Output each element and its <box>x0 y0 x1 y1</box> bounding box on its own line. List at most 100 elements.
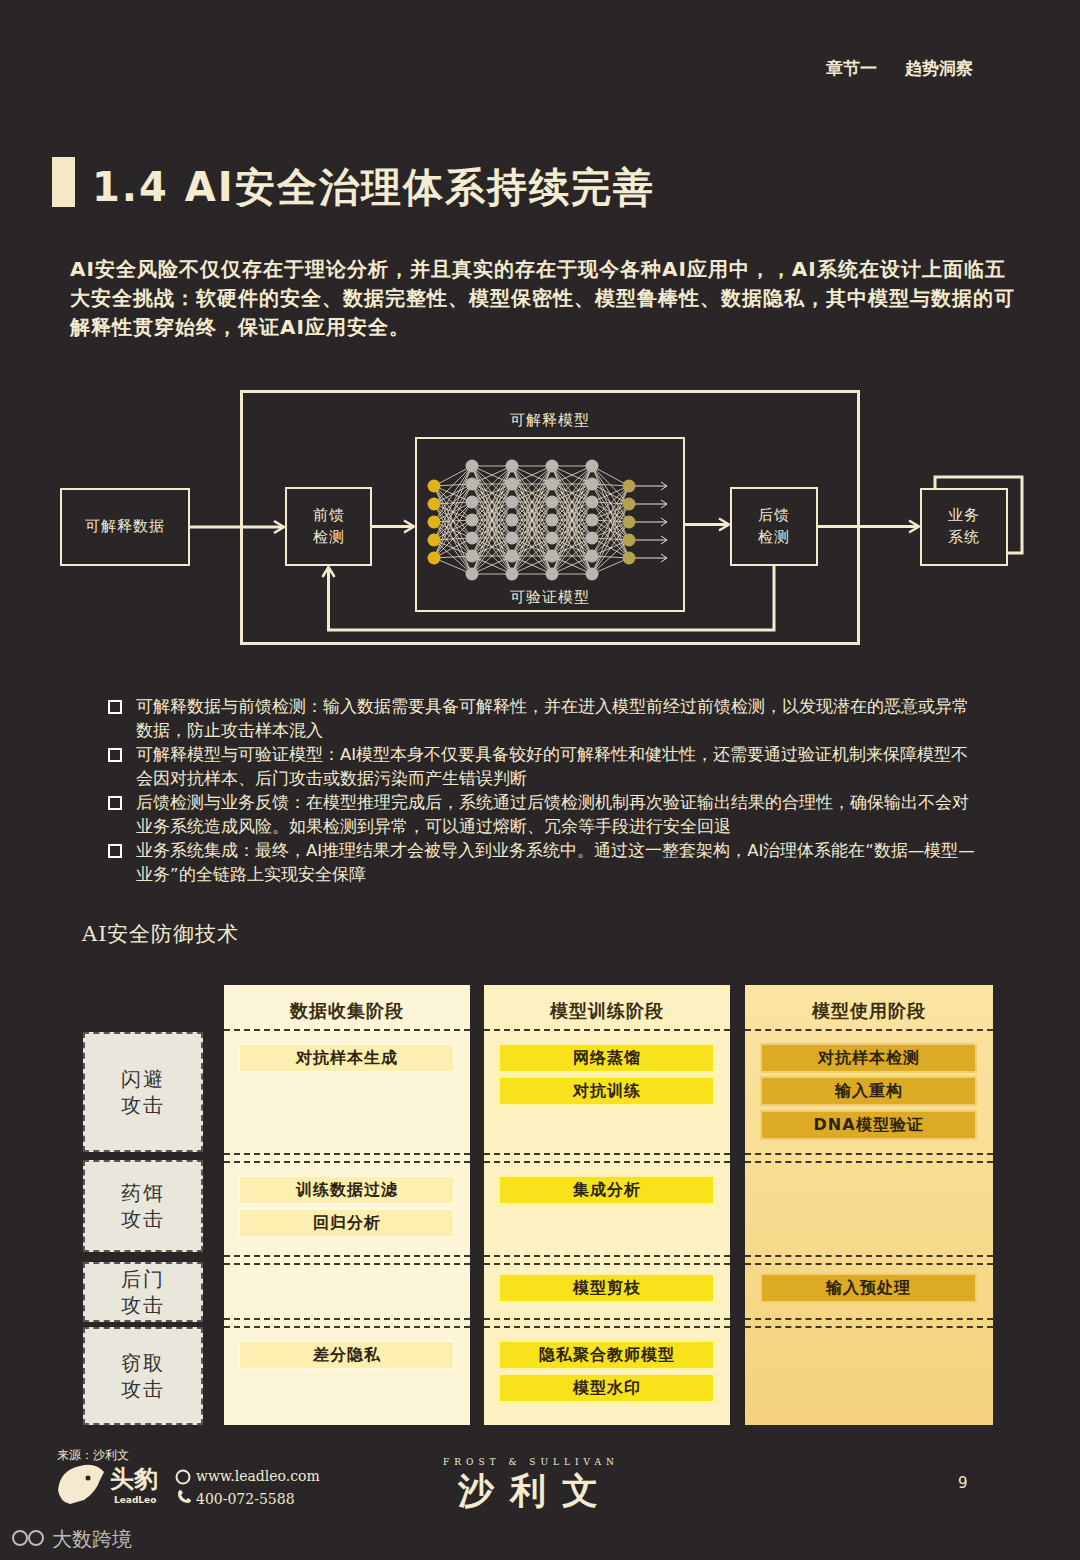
page-label: 趋势洞察 <box>905 57 973 80</box>
dashed-separator <box>745 1326 993 1328</box>
neuron <box>428 552 441 565</box>
page-label: 9 <box>958 1474 968 1492</box>
model-heading: 可解释模型 <box>417 411 683 430</box>
title-bar <box>52 157 75 207</box>
neuron <box>466 478 479 491</box>
flow-arrow <box>685 523 729 526</box>
output-arrowhead <box>661 554 667 562</box>
neuron <box>586 532 599 545</box>
attack-row-header: 后门 攻击 <box>83 1262 203 1322</box>
stage-column: 模型使用阶段对抗样本检测输入重构DNA模型验证输入预处理 <box>745 985 993 1425</box>
output-arrowhead <box>661 482 667 490</box>
cell-label: 网络蒸馏 <box>573 1048 641 1069</box>
bullet-text: 后馈检测与业务反馈：在模型推理完成后，系统通过后馈检测机制再次验证输出结果的合理… <box>136 791 981 839</box>
neuron <box>546 532 559 545</box>
neuron <box>428 480 441 493</box>
page-label: AI安全防御技术 <box>82 920 239 948</box>
flow-arrow <box>329 566 775 630</box>
defense-technique: 训练数据过滤 <box>238 1175 455 1205</box>
network-link <box>472 520 512 574</box>
cell-label: 集成分析 <box>573 1180 641 1201</box>
neuron <box>506 568 519 581</box>
dashed-separator <box>745 1153 993 1155</box>
neuron <box>506 478 519 491</box>
output-arrowhead <box>661 536 667 544</box>
cell-label: 对抗样本检测 <box>818 1048 920 1069</box>
network-link <box>552 520 592 574</box>
stage-column: 模型训练阶段网络蒸馏对抗训练集成分析模型剪枝隐私聚合教师模型模型水印 <box>484 985 730 1425</box>
cell-label: 对抗训练 <box>573 1081 641 1102</box>
bullet-square <box>109 749 121 761</box>
cell-label: 模型剪枝 <box>573 1278 641 1299</box>
network-link <box>472 484 512 574</box>
defense-technique: 对抗样本检测 <box>760 1043 977 1073</box>
node-label: 后馈 检测 <box>754 505 795 549</box>
cell-label: 差分隐私 <box>313 1345 381 1366</box>
neuron <box>428 516 441 529</box>
dashed-separator <box>745 1255 993 1257</box>
neuron <box>466 496 479 509</box>
network-link <box>552 466 592 556</box>
cell-label: 回归分析 <box>313 1213 381 1234</box>
process-box: 前馈 检测 <box>285 487 372 566</box>
neuron <box>586 568 599 581</box>
output-arrowhead <box>661 500 667 508</box>
network-link <box>472 466 512 556</box>
watermark-logo <box>13 1531 27 1545</box>
page-label: 头豹 <box>110 1463 158 1495</box>
defense-technique: 网络蒸馏 <box>498 1043 715 1073</box>
dashed-separator <box>484 1153 730 1155</box>
row-label: 闪避 攻击 <box>115 1066 171 1118</box>
dashed-separator <box>484 1255 730 1257</box>
attack-row-header: 药饵 攻击 <box>83 1160 203 1252</box>
page-label: 400-072-5588 <box>196 1491 295 1507</box>
network-link <box>552 466 592 556</box>
neuron <box>506 532 519 545</box>
network-link <box>434 466 472 522</box>
neural-network <box>417 439 682 609</box>
defense-technique: 模型水印 <box>498 1373 715 1403</box>
defense-technique: 隐私聚合教师模型 <box>498 1340 715 1370</box>
row-label: 后门 攻击 <box>115 1266 171 1318</box>
flow-arrow <box>190 526 284 529</box>
defense-technique: 回归分析 <box>238 1208 455 1238</box>
network-link <box>512 520 552 574</box>
defense-technique: 对抗训练 <box>498 1076 715 1106</box>
dashed-separator <box>484 1326 730 1328</box>
neuron <box>623 480 636 493</box>
node-label: 可解释数据 <box>85 516 165 538</box>
neuron <box>506 514 519 527</box>
bullet-square <box>109 797 121 809</box>
neuron <box>428 534 441 547</box>
dashed-separator <box>224 1153 470 1155</box>
dashed-separator <box>224 1255 470 1257</box>
neuron <box>546 496 559 509</box>
neuron <box>466 514 479 527</box>
network-link <box>472 466 512 556</box>
stage-column: 数据收集阶段对抗样本生成训练数据过滤回归分析差分隐私 <box>224 985 470 1425</box>
attack-row-header: 闪避 攻击 <box>83 1032 203 1152</box>
flow-arrow <box>372 525 414 528</box>
web-icon <box>177 1471 190 1484</box>
cell-label: 隐私聚合教师模型 <box>539 1345 675 1366</box>
bullet-text: 可解释模型与可验证模型：AI模型本身不仅要具备较好的可解释性和健壮性，还需要通过… <box>136 743 981 791</box>
page-label: FROST & SULLIVAN <box>443 1457 619 1467</box>
cell-label: 训练数据过滤 <box>296 1180 398 1201</box>
neuron <box>506 550 519 563</box>
cell-label: 输入预处理 <box>826 1278 911 1299</box>
dashed-separator <box>745 1263 993 1265</box>
neuron <box>623 498 636 511</box>
network-link <box>552 484 592 574</box>
page-label: www.leadleo.com <box>196 1468 320 1484</box>
network-link <box>434 466 472 558</box>
dashed-separator <box>484 1318 730 1320</box>
defense-technique: DNA模型验证 <box>760 1110 977 1140</box>
neuron <box>466 568 479 581</box>
column-header: 模型训练阶段 <box>484 999 730 1023</box>
dashed-separator <box>484 1161 730 1163</box>
dashed-separator <box>224 1263 470 1265</box>
neuron <box>466 532 479 545</box>
dashed-separator <box>484 1263 730 1265</box>
